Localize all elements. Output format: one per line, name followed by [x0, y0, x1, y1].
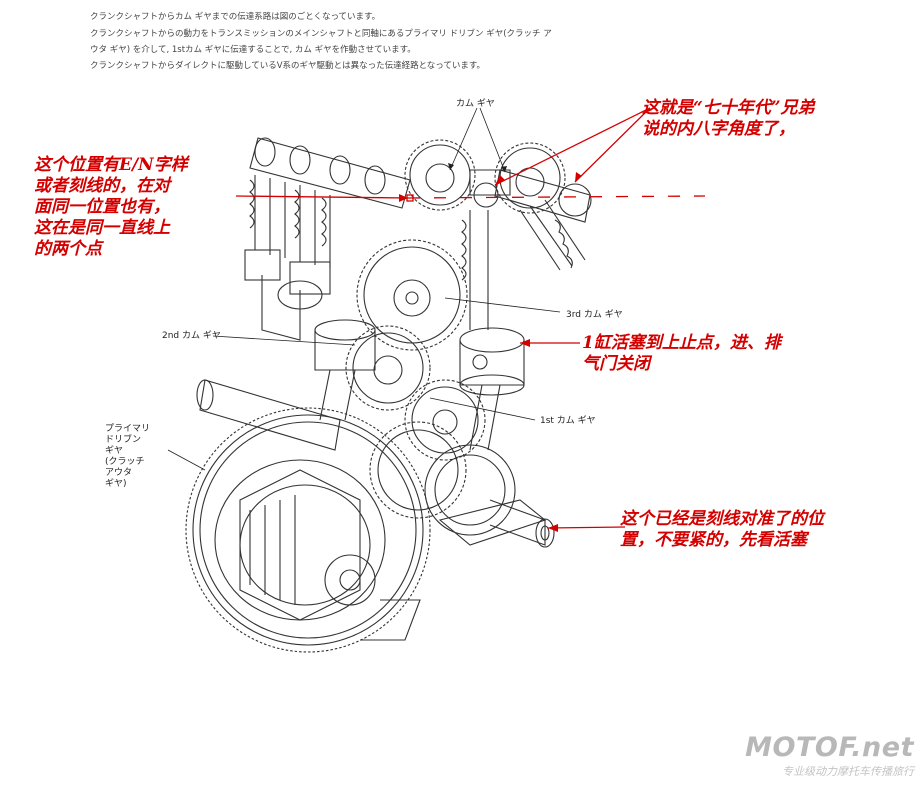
- left-camshaft: [244, 137, 411, 341]
- cam-gear-label: カム ギヤ: [456, 99, 495, 109]
- watermark-brand: MOTOF.net: [745, 732, 914, 763]
- note-v-angle: 这就是“七十年代”兄弟 说的内八字角度了，: [642, 98, 815, 139]
- note-crank-mark: 这个已经是刻线对准了的位 置，不要紧的，先看活塞: [620, 509, 824, 550]
- note-piston-tdc: 1缸活塞到上止点，进、排 气门关闭: [582, 333, 781, 374]
- third-cam-gear: [356, 239, 468, 351]
- clutch-assembly: [185, 407, 431, 653]
- first-cam-gear: [369, 379, 486, 519]
- cam-gears-top: [404, 139, 566, 214]
- third-cam-gear-label: 3rd カム ギヤ: [566, 310, 623, 320]
- first-cam-gear-label: 1st カム ギヤ: [540, 416, 596, 426]
- annotation-arrowheads: [399, 172, 582, 532]
- right-camshaft: [461, 169, 592, 330]
- second-cam-gear: [345, 325, 431, 411]
- intro-line-4: クランクシャフトからダイレクトに駆動しているV系のギヤ駆動とは異なった伝達経路と…: [90, 61, 486, 71]
- intro-line-1: クランクシャフトからカム ギヤまでの伝達系路は図のごとくなっています。: [90, 12, 381, 22]
- crankshaft: [196, 379, 555, 548]
- intro-line-3: ウタ ギヤ) を介して, 1stカム ギヤに伝達することで, カム ギヤを作動さ…: [90, 45, 416, 55]
- right-piston: [314, 319, 525, 451]
- primary-driven-gear-label: プライマリ ドリブン ギヤ (クラッチ アウタ ギヤ): [105, 424, 151, 489]
- label-arrowheads: [448, 163, 507, 172]
- site-watermark: MOTOF.net 专业级动力摩托车传播旅行: [745, 732, 914, 779]
- watermark-tagline: 专业级动力摩托车传播旅行: [782, 765, 914, 778]
- label-leaders: [167, 107, 561, 471]
- intro-line-2: クランクシャフトからの動力をトランスミッションのメインシャフトと同軸にあるプライ…: [90, 29, 552, 39]
- second-cam-gear-label: 2nd カム ギヤ: [162, 331, 221, 341]
- note-alignment-marks: 这个位置有E/N字样 或者刻线的，在对 面同一位置也有， 这在是同一直线上 的两…: [34, 155, 188, 259]
